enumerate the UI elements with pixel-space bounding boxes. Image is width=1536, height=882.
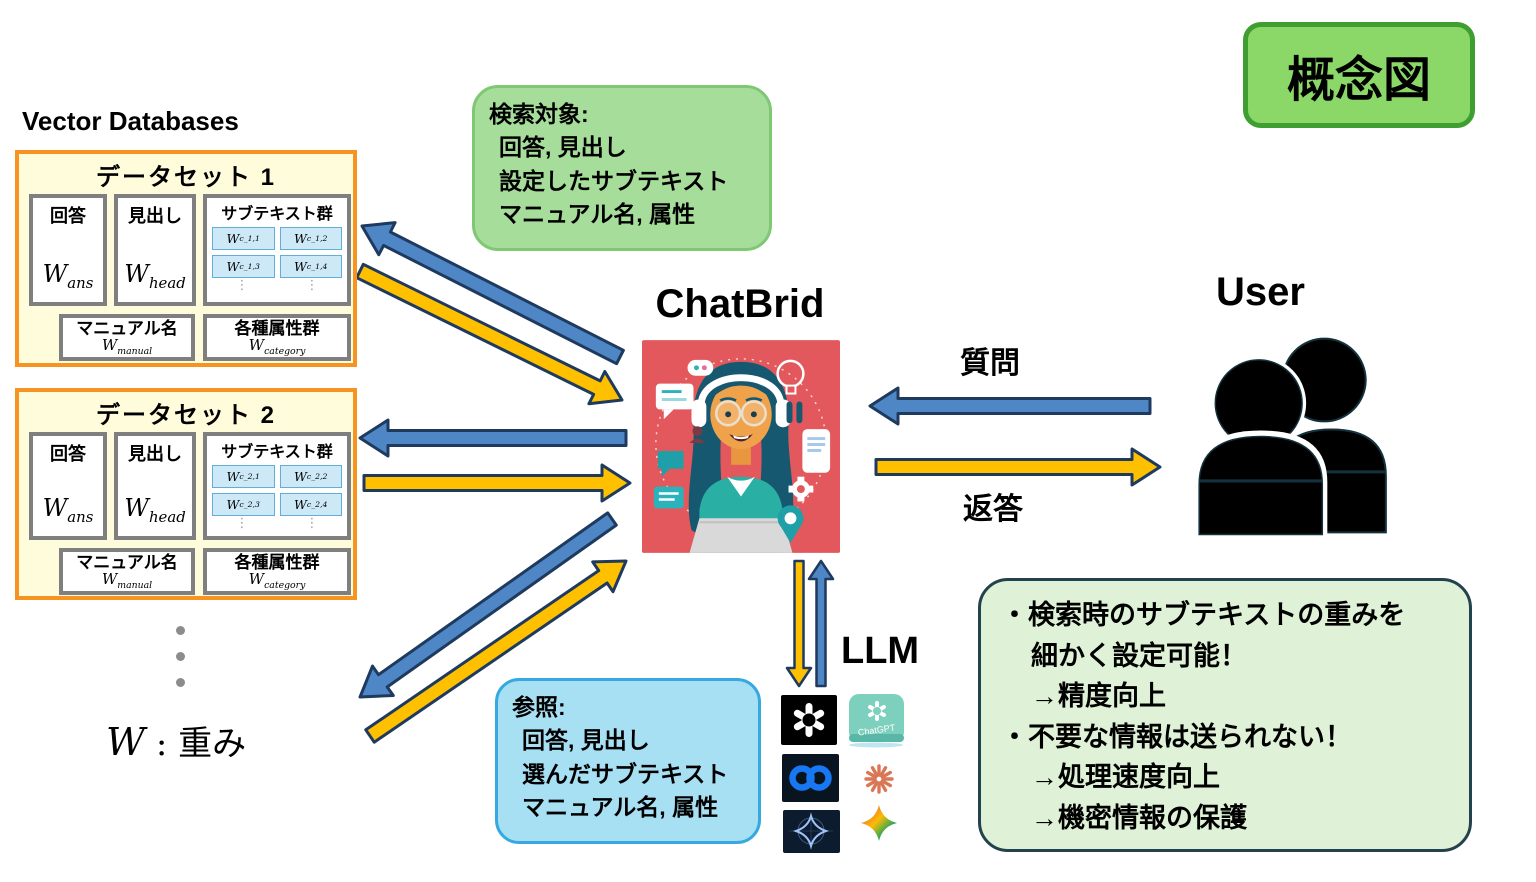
dataset-1-category-box: 各種属性群 Wcategory — [203, 314, 351, 361]
category-label: 各種属性群 — [234, 319, 320, 338]
users-silhouette-icon — [1194, 337, 1387, 537]
text-line: マニュアル名, 属性 — [499, 201, 696, 228]
text-line: 細かく設定可能！ — [1031, 640, 1247, 671]
answer-label: 回答 — [50, 444, 86, 464]
manual-label: マニュアル名 — [76, 319, 178, 338]
chatbrid-illustration — [642, 340, 840, 553]
category-label: 各種属性群 — [234, 553, 320, 572]
heading-label: 見出し — [128, 444, 182, 464]
vector-databases-label: Vector Databases — [22, 106, 239, 136]
dataset-2-heading-box: 見出し Whead — [114, 432, 196, 540]
text-line: 検索対象: — [489, 101, 589, 127]
text-line: 参照: — [512, 694, 566, 720]
dataset-1-title: データセット 1 — [95, 164, 276, 191]
subtext-label: サブテキスト群 — [221, 206, 333, 223]
db1-to-chatbrid-yellow-arrow — [355, 262, 624, 406]
manual-label: マニュアル名 — [76, 553, 178, 572]
dataset-1-manual-box: マニュアル名 Wmanual — [59, 314, 195, 361]
dataset-2-title: データセット 2 — [95, 402, 276, 429]
answer-label: 回答 — [50, 206, 86, 226]
category-symbol: Wcategory — [248, 335, 306, 357]
question-label: 質問 — [960, 347, 1020, 380]
chatgpt-icon: ChatGPT — [846, 692, 908, 748]
text-line: ・検索時のサブテキストの重みを — [1001, 600, 1406, 630]
text-line: →処理速度向上 — [1031, 762, 1220, 792]
text-line: マニュアル名, 属性 — [522, 794, 719, 821]
more-datasets-ellipsis — [176, 626, 185, 687]
dataset-2-answer-box: 回答 Wans — [29, 432, 107, 540]
gemini-app-icon — [783, 810, 840, 853]
dataset-1-answer-box: 回答 Wans — [29, 194, 107, 306]
weight-legend: W : 重み — [106, 720, 247, 764]
text-line: →機密情報の保護 — [1031, 802, 1247, 833]
subtext-ellipsis: ⋮⋮ — [235, 277, 319, 292]
db2-to-chatbrid-yellow-arrow — [362, 463, 632, 503]
meta-icon — [782, 754, 839, 802]
text-line: 回答, 見出し — [499, 134, 627, 161]
text-line: 選んだサブテキスト — [522, 760, 729, 787]
reference-callout: 参照: 回答, 見出し 選んだサブテキスト マニュアル名, 属性 — [495, 678, 761, 844]
user-icon — [1180, 322, 1402, 540]
text-line: 設定したサブテキスト — [499, 167, 729, 194]
subtext-label: サブテキスト群 — [221, 444, 333, 461]
dataset-2-manual-box: マニュアル名 Wmanual — [59, 548, 195, 595]
concept-badge-label: 概念図 — [1286, 54, 1431, 107]
chatbrid-to-dbn-blue-arrow — [358, 511, 618, 699]
category-symbol: Wcategory — [248, 569, 306, 591]
search-target-callout: 検索対象: 回答, 見出し 設定したサブテキスト マニュアル名, 属性 — [472, 85, 772, 251]
heading-label: 見出し — [128, 206, 182, 226]
answer-symbol: Wans — [42, 494, 94, 526]
dataset-2-category-box: 各種属性群 Wcategory — [203, 548, 351, 595]
claude-icon — [862, 763, 896, 795]
heading-symbol: Whead — [124, 260, 186, 292]
manual-symbol: Wmanual — [101, 569, 153, 591]
chatbrid-answer-yellow-arrow — [874, 447, 1162, 487]
gemini-star-icon — [860, 804, 898, 842]
text-line: 回答, 見出し — [522, 727, 650, 754]
chatbrid-to-llm-yellow-arrow — [785, 559, 813, 688]
answer-flow-label: 返答 — [963, 493, 1023, 526]
user-title: User — [1216, 270, 1305, 314]
llm-title: LLM — [841, 630, 920, 672]
chatbrid-to-db2-blue-arrow — [358, 418, 628, 458]
answer-symbol: Wans — [42, 260, 94, 292]
subtext-ellipsis: ⋮⋮ — [235, 515, 319, 530]
llm-to-chatbrid-blue-arrow — [807, 559, 835, 688]
manual-symbol: Wmanual — [101, 335, 153, 357]
text-line: ・不要な情報は送られない！ — [1001, 721, 1352, 752]
heading-symbol: Whead — [124, 494, 186, 526]
chatbrid-avatar-icon — [642, 340, 840, 553]
dataset-1-heading-box: 見出し Whead — [114, 194, 196, 306]
chatbrid-title: ChatBrid — [655, 282, 825, 326]
openai-icon — [781, 695, 837, 745]
concept-badge: 概念図 — [1243, 22, 1475, 128]
user-question-blue-arrow — [868, 386, 1152, 426]
benefits-callout: ・検索時のサブテキストの重みを 細かく設定可能！ →精度向上 ・不要な情報は送ら… — [978, 578, 1472, 852]
text-line: →精度向上 — [1031, 681, 1166, 711]
